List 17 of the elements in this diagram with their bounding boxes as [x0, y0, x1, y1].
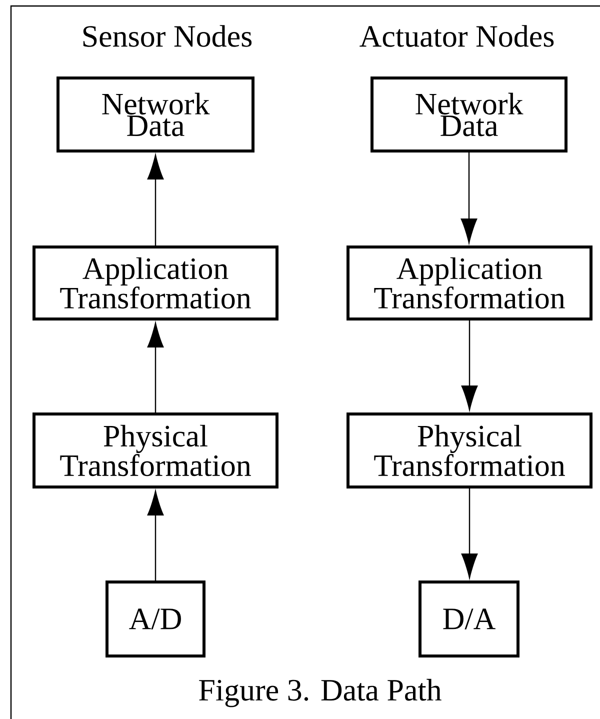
arrow [461, 488, 478, 578]
arrow [147, 490, 164, 580]
process-box: Physical Transformation [346, 412, 592, 488]
arrow [147, 322, 164, 412]
process-box: Network Data [370, 76, 568, 152]
process-box: A/D [106, 580, 206, 658]
process-box: Physical Transformation [32, 412, 278, 488]
process-box: D/A [418, 580, 520, 658]
arrow [460, 152, 478, 244]
process-box: Application Transformation [346, 246, 592, 320]
column-heading: Sensor Nodes [83, 25, 252, 47]
arrow [461, 320, 478, 410]
process-box: Network Data [56, 76, 254, 152]
caption: Figure 3. Data Path [199, 678, 442, 708]
column-heading: Actuator Nodes [360, 25, 554, 47]
process-box: Application Transformation [32, 246, 278, 320]
arrow [147, 154, 164, 246]
